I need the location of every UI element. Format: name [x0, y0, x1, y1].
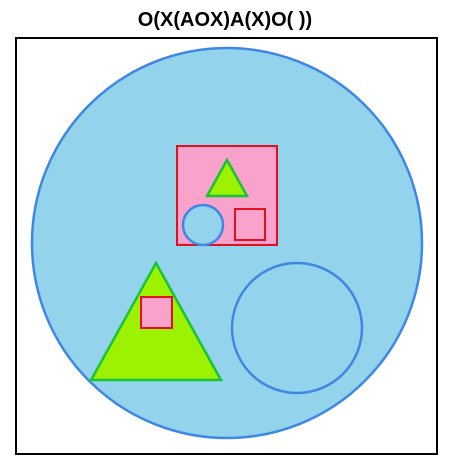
triangle-square [140, 296, 173, 329]
top-small-square [234, 208, 266, 241]
empty-circle [230, 261, 364, 395]
diagram-title: O(X(AOX)A(X)O( )) [137, 9, 313, 31]
top-triangle [204, 157, 250, 198]
top-small-circle [181, 203, 225, 247]
